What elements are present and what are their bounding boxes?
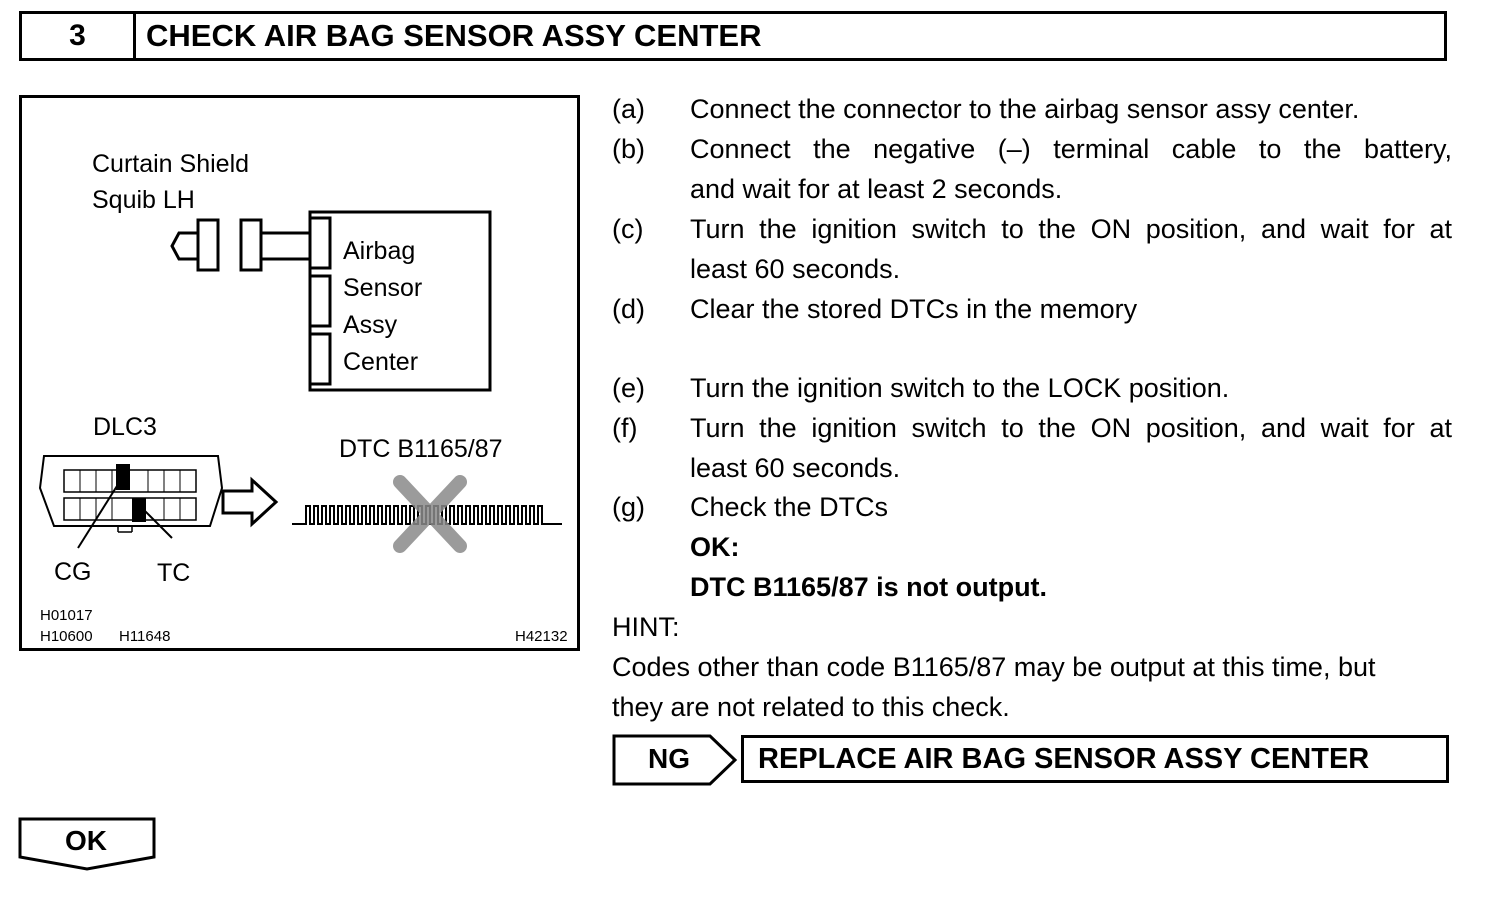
dlc3-label: DLC3 [93,413,157,441]
wiring-figure: Curtain Shield Squib LH Airbag Sensor As… [19,95,580,651]
step-d: (d) Clear the stored DTCs in the memory [612,289,1452,329]
step-text-line: least 60 seconds. [690,453,901,483]
cg-label: CG [54,558,92,586]
step-text-line: and wait for at least 2 seconds. [690,174,1063,204]
sensor-label-sensor: Sensor [343,274,423,302]
sensor-pin-3 [308,332,332,386]
ok-result-text: DTC B1165/87 is not output. [690,572,1048,602]
step-text-line: Turn the ignition switch to the ON posit… [690,214,1452,244]
squib-connector-tip [170,231,198,261]
step-text-line: Turn the ignition switch to the LOCK pos… [690,373,1230,403]
sensor-label-assy: Assy [343,311,398,339]
step-letter: (a) [612,94,645,124]
step-letter: (g) [612,492,645,522]
cg-leader [77,477,123,549]
cg-terminal [116,464,130,490]
figure-code-4: H42132 [515,628,568,645]
sensor-pin-2 [308,274,332,328]
figure-drawing [38,210,562,553]
step-e: (e) Turn the ignition switch to the LOCK… [612,368,1452,408]
step-text-line: Turn the ignition switch to the ON posit… [690,413,1452,443]
step-letter: (b) [612,134,645,164]
figure-code-1: H01017 [40,607,93,624]
step-text-line: Check the DTCs [690,492,889,522]
ng-action-box: REPLACE AIR BAG SENSOR ASSY CENTER [741,735,1449,783]
step-c: (c) Turn the ignition switch to the ON p… [612,209,1452,289]
sensor-label-center: Center [343,348,419,376]
step-b: (b) Connect the negative (–) terminal ca… [612,129,1452,209]
squib-lh-label: Squib LH [92,186,195,214]
tc-label: TC [157,559,191,587]
curtain-shield-label: Curtain Shield [92,150,250,178]
ng-arrow-tag [612,734,738,786]
step-f: (f) Turn the ignition switch to the ON p… [612,408,1452,488]
ok-heading: OK: [690,532,740,562]
ng-label: NG [648,743,690,774]
hint-text-line: they are not related to this check. [612,692,1010,722]
ok-arrow-tag [18,817,156,871]
step-text-line: Connect the connector to the airbag sens… [690,94,1360,124]
step-letter: (e) [612,373,645,403]
step-header: 3 CHECK AIR BAG SENSOR ASSY CENTER [19,11,1447,61]
ok-label: OK [65,825,107,856]
step-letter: (f) [612,413,638,443]
hint-label: HINT: [612,612,680,642]
step-number: 3 [22,14,136,58]
mating-connector [239,218,263,272]
step-text-line: Clear the stored DTCs in the memory [690,294,1138,324]
cross-mark-icon [393,475,467,553]
figure-code-3: H11648 [119,628,171,645]
step-text-line: Connect the negative (–) terminal cable … [690,134,1452,164]
step-title: CHECK AIR BAG SENSOR ASSY CENTER [146,18,762,53]
dlc3-connector [38,455,224,527]
squib-connector-left [196,218,220,272]
figure-code-2: H10600 [40,628,93,645]
step-letter: (d) [612,294,645,324]
step-a: (a) Connect the connector to the airbag … [612,89,1452,129]
step-text-line: least 60 seconds. [690,254,901,284]
hint-text-line: Codes other than code B1165/87 may be ou… [612,652,1376,682]
dtc-label: DTC B1165/87 [339,435,503,463]
sensor-label-airbag: Airbag [343,237,416,265]
hollow-arrow-icon [221,476,279,528]
tc-terminal [132,498,146,522]
sensor-pin-1 [308,216,332,270]
step-letter: (c) [612,214,644,244]
step-g: (g) Check the DTCs OK: DTC B1165/87 is n… [612,487,1452,607]
